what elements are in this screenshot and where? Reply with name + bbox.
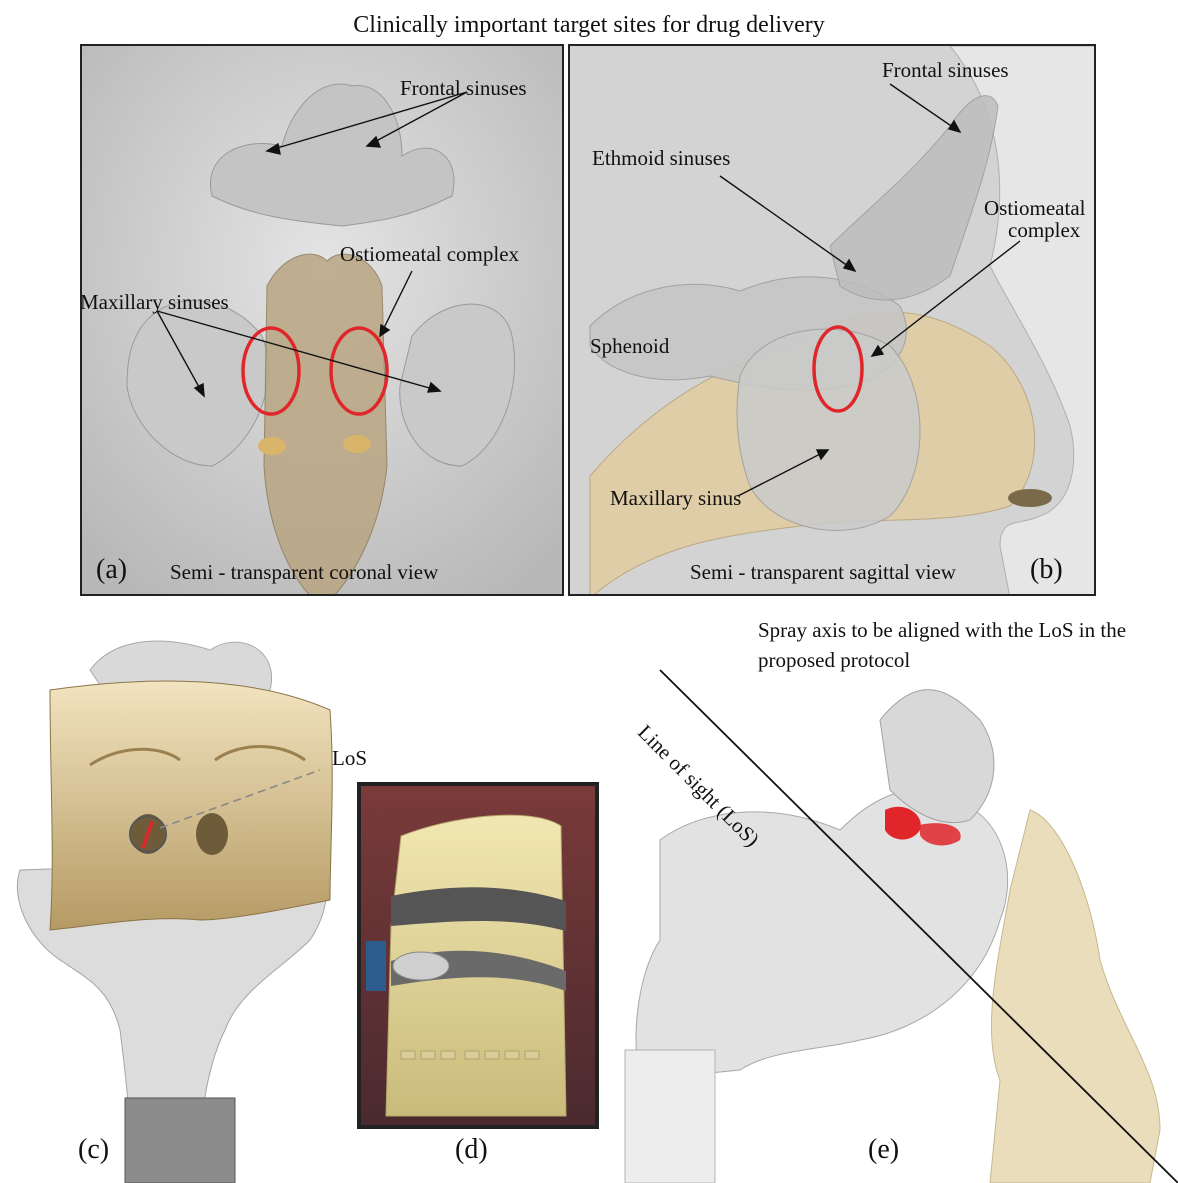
model-text-marks — [401, 1051, 539, 1059]
photo-illustration — [361, 786, 595, 1125]
panel-letter-e: (e) — [868, 1134, 899, 1166]
panel-letter-b: (b) — [1030, 554, 1063, 586]
left-ostium-shape — [258, 437, 286, 455]
caption-a: Semi - transparent coronal view — [170, 560, 438, 585]
figure-title: Clinically important target sites for dr… — [0, 12, 1178, 39]
panel-e-los-model: Spray axis to be aligned with the LoS in… — [620, 610, 1178, 1183]
label-los-c: LoS — [332, 746, 367, 771]
airway-tube-shape — [125, 1098, 235, 1183]
nose-profile-shape — [990, 810, 1160, 1183]
label-ostiomeatal-a: Ostiomeatal complex — [340, 242, 519, 267]
blue-tube — [366, 941, 386, 991]
label-frontal-sinuses-b: Frontal sinuses — [882, 58, 1009, 83]
face-surface-shape — [50, 681, 332, 930]
label-ethmoid-sinuses: Ethmoid sinuses — [592, 146, 730, 171]
panel-d-photo — [357, 782, 599, 1129]
maxillary-sinus-shape — [737, 329, 920, 530]
panel-letter-d: (d) — [455, 1134, 488, 1166]
panel-a-coronal-view: Frontal sinuses Ostiomeatal complex Maxi… — [80, 44, 564, 596]
nostril-shape — [1008, 489, 1052, 507]
caption-b: Semi - transparent sagittal view — [690, 560, 956, 585]
sagittal-illustration — [570, 46, 1096, 596]
panel-b-sagittal-view: Frontal sinuses Ethmoid sinuses Ostiomea… — [568, 44, 1096, 596]
note-spray-axis-line1: Spray axis to be aligned with the LoS in… — [758, 618, 1126, 643]
right-ostium-shape — [343, 435, 371, 453]
label-ostiomeatal-b-line2: complex — [1008, 218, 1080, 243]
right-nostril — [196, 813, 228, 855]
panel-letter-c: (c) — [78, 1134, 109, 1166]
label-sphenoid: Sphenoid — [590, 334, 669, 359]
note-spray-axis-line2: proposed protocol — [758, 648, 910, 673]
panel-letter-a: (a) — [96, 554, 127, 586]
label-maxillary-sinus-b: Maxillary sinus — [610, 486, 741, 511]
coronal-illustration — [82, 46, 564, 596]
nasal-model-illustration — [0, 610, 350, 1183]
label-frontal-sinuses-a: Frontal sinuses — [400, 76, 527, 101]
airway-column-shape — [625, 1050, 715, 1183]
panel-c-nasal-model: LoS (c) — [0, 610, 350, 1183]
label-maxillary-sinuses-a: Maxillary sinuses — [80, 290, 229, 315]
forceps-tip — [393, 952, 449, 980]
los-model-illustration — [620, 610, 1178, 1183]
